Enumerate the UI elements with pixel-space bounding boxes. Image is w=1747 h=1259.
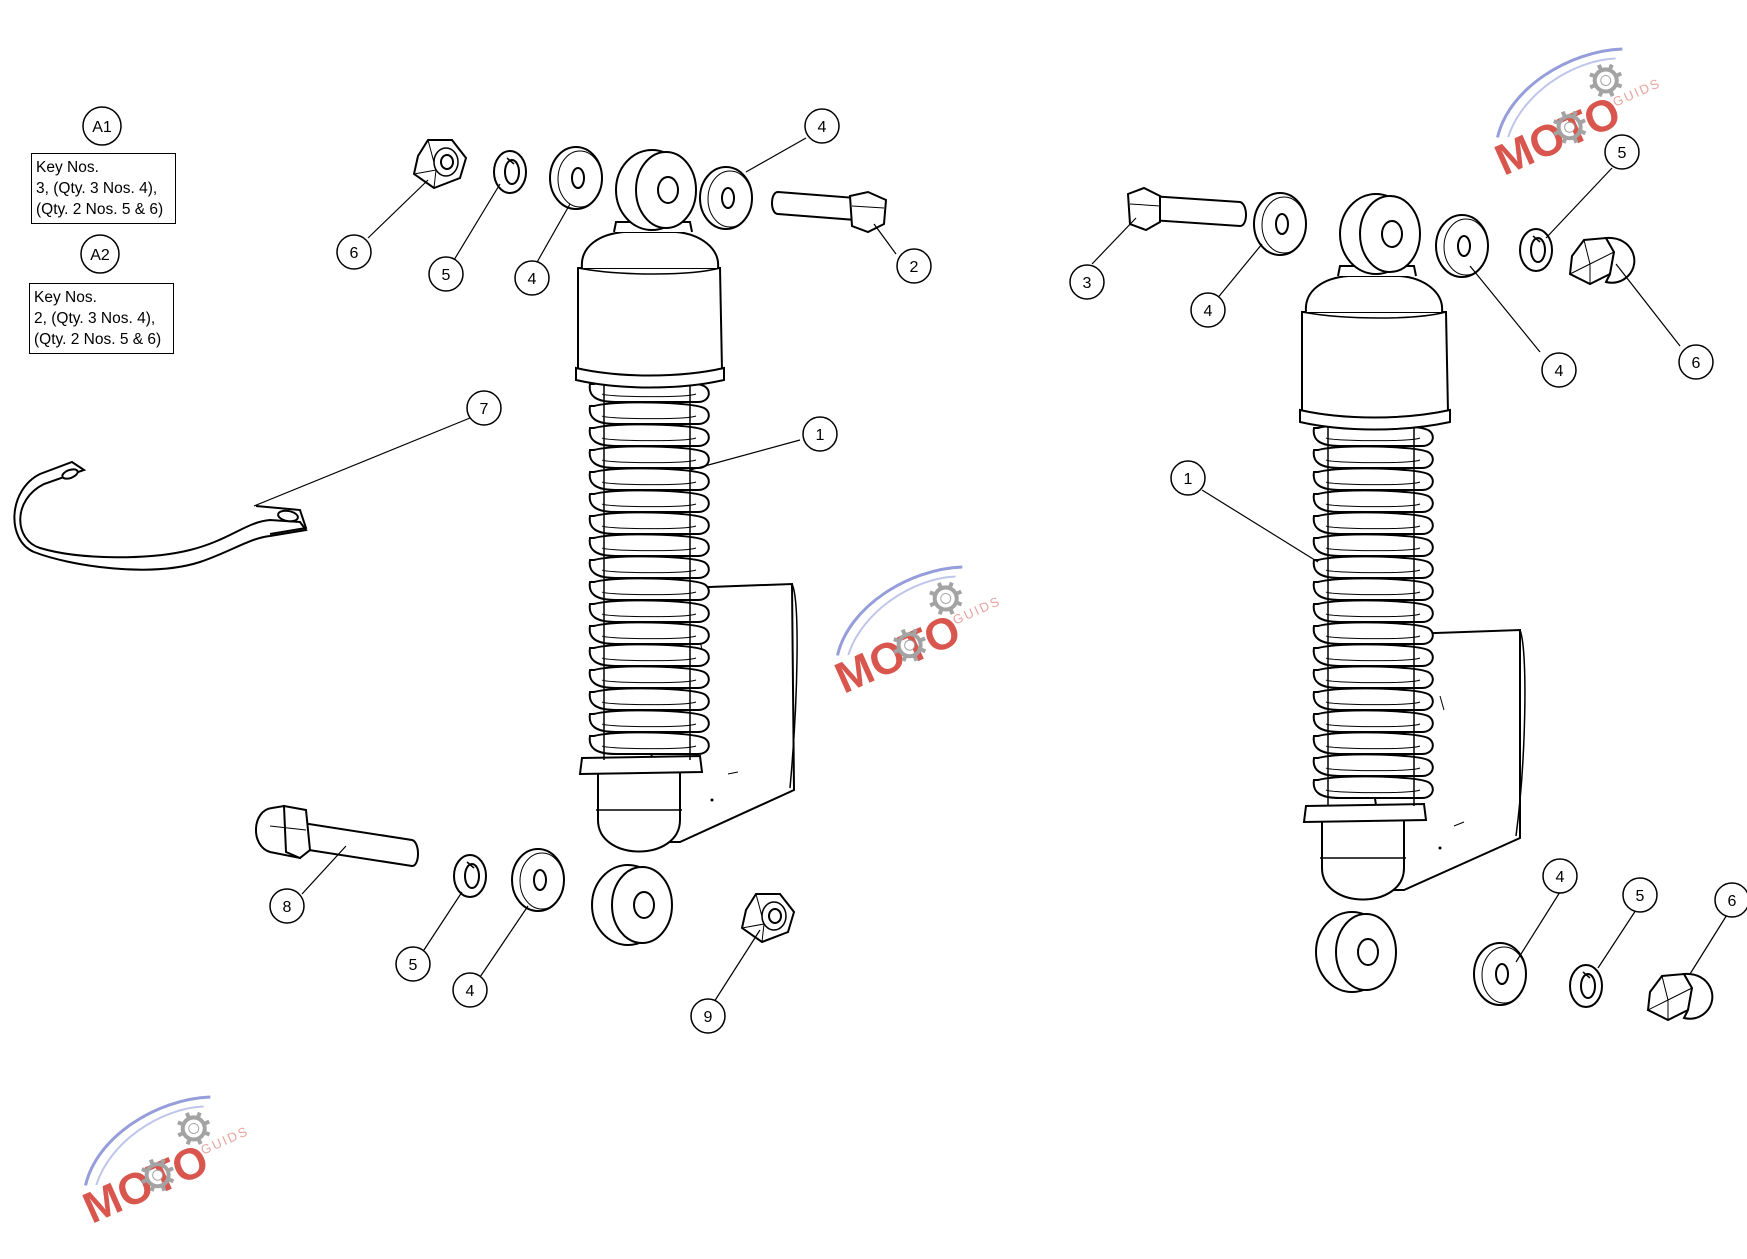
left-top-bolt — [771, 190, 888, 234]
callout: 5 — [1604, 134, 1640, 170]
callout: 4 — [452, 972, 488, 1008]
svg-text:4: 4 — [1556, 869, 1565, 886]
callout: 5 — [395, 946, 431, 982]
left-top-washer-b — [699, 166, 753, 230]
key-note-a1: Key Nos. 3, (Qty. 3 Nos. 4), (Qty. 2 Nos… — [31, 153, 176, 224]
callout: 4 — [1542, 858, 1578, 894]
bracket-strap — [13, 460, 308, 571]
right-top-bolt — [1126, 186, 1247, 232]
left-shock-absorber — [575, 149, 798, 946]
svg-text:4: 4 — [1204, 303, 1213, 320]
callout: 7 — [466, 390, 502, 426]
svg-text:A1: A1 — [92, 119, 112, 136]
svg-text:4: 4 — [528, 271, 537, 288]
svg-text:4: 4 — [1555, 363, 1564, 380]
callout: 8 — [269, 888, 305, 924]
callout: 1 — [1170, 460, 1206, 496]
watermark-logo: MOTO GUIDS — [76, 1095, 251, 1233]
key-note-line: 2, (Qty. 3 Nos. 4), — [34, 310, 156, 327]
callout: 2 — [896, 248, 932, 284]
svg-text:5: 5 — [409, 957, 418, 974]
left-spring — [588, 379, 710, 755]
callouts: 6 5 4 4 2 7 1 8 5 4 9 3 4 4 5 6 1 4 5 6 — [269, 108, 1747, 1034]
callout: 3 — [1069, 264, 1105, 300]
callout: 4 — [1190, 292, 1226, 328]
svg-text:3: 3 — [1083, 275, 1092, 292]
svg-text:4: 4 — [818, 119, 827, 136]
watermark-logo: MOTO GUIDS — [1488, 47, 1663, 185]
key-note-line: Key Nos. — [34, 289, 97, 306]
svg-text:5: 5 — [1618, 145, 1627, 162]
left-top-washer-a — [549, 146, 603, 210]
key-note-line: 3, (Qty. 3 Nos. 4), — [36, 180, 158, 197]
callout: 4 — [804, 108, 840, 144]
svg-text:6: 6 — [350, 245, 359, 262]
callout: 9 — [690, 998, 726, 1034]
svg-text:A2: A2 — [90, 247, 110, 264]
right-top-washer-a — [1253, 192, 1307, 256]
right-shock-absorber — [1299, 193, 1526, 993]
svg-text:MOTO: MOTO — [76, 1135, 216, 1233]
callout: 6 — [1678, 344, 1714, 380]
left-bottom-washer — [511, 848, 565, 912]
right-top-washer-b — [1435, 214, 1489, 278]
assembly-label-a2: A2 — [80, 234, 120, 274]
svg-text:2: 2 — [910, 259, 919, 276]
svg-text:5: 5 — [1636, 888, 1645, 905]
callout: 4 — [514, 260, 550, 296]
callout: 6 — [1714, 882, 1747, 918]
svg-text:MOTO: MOTO — [828, 605, 968, 703]
svg-text:6: 6 — [1692, 355, 1701, 372]
callout: 4 — [1541, 352, 1577, 388]
key-note-a2: Key Nos. 2, (Qty. 3 Nos. 4), (Qty. 2 Nos… — [29, 283, 174, 354]
left-bottom-bolt — [255, 804, 419, 868]
svg-text:1: 1 — [816, 427, 825, 444]
svg-text:6: 6 — [1728, 893, 1737, 910]
watermark-logo: MOTO GUIDS — [828, 565, 1003, 703]
right-bottom-spring-washer — [1569, 964, 1603, 1008]
callout: 1 — [802, 416, 838, 452]
assembly-label-a1: A1 — [82, 106, 122, 146]
callout: 5 — [1622, 877, 1658, 913]
svg-text:9: 9 — [704, 1009, 713, 1026]
svg-text:5: 5 — [442, 267, 451, 284]
callout: 5 — [428, 256, 464, 292]
key-note-line: (Qty. 2 Nos. 5 & 6) — [34, 331, 162, 348]
svg-text:MOTO: MOTO — [1488, 87, 1628, 185]
left-bottom-hex-nut — [741, 893, 795, 943]
leader-lines — [253, 137, 1731, 1003]
right-top-spring-washer — [1519, 228, 1553, 272]
right-spring — [1312, 423, 1434, 799]
callout: 6 — [336, 234, 372, 270]
right-top-dome-nut — [1569, 236, 1636, 285]
svg-text:7: 7 — [480, 401, 489, 418]
left-top-hex-nut — [413, 139, 467, 189]
svg-text:1: 1 — [1184, 471, 1193, 488]
right-bottom-dome-nut — [1647, 972, 1714, 1021]
key-note-line: Key Nos. — [36, 159, 99, 176]
key-note-line: (Qty. 2 Nos. 5 & 6) — [36, 201, 164, 218]
right-bottom-washer — [1473, 942, 1527, 1006]
svg-text:8: 8 — [283, 899, 292, 916]
left-bottom-spring-washer — [453, 854, 487, 898]
svg-text:4: 4 — [466, 983, 475, 1000]
